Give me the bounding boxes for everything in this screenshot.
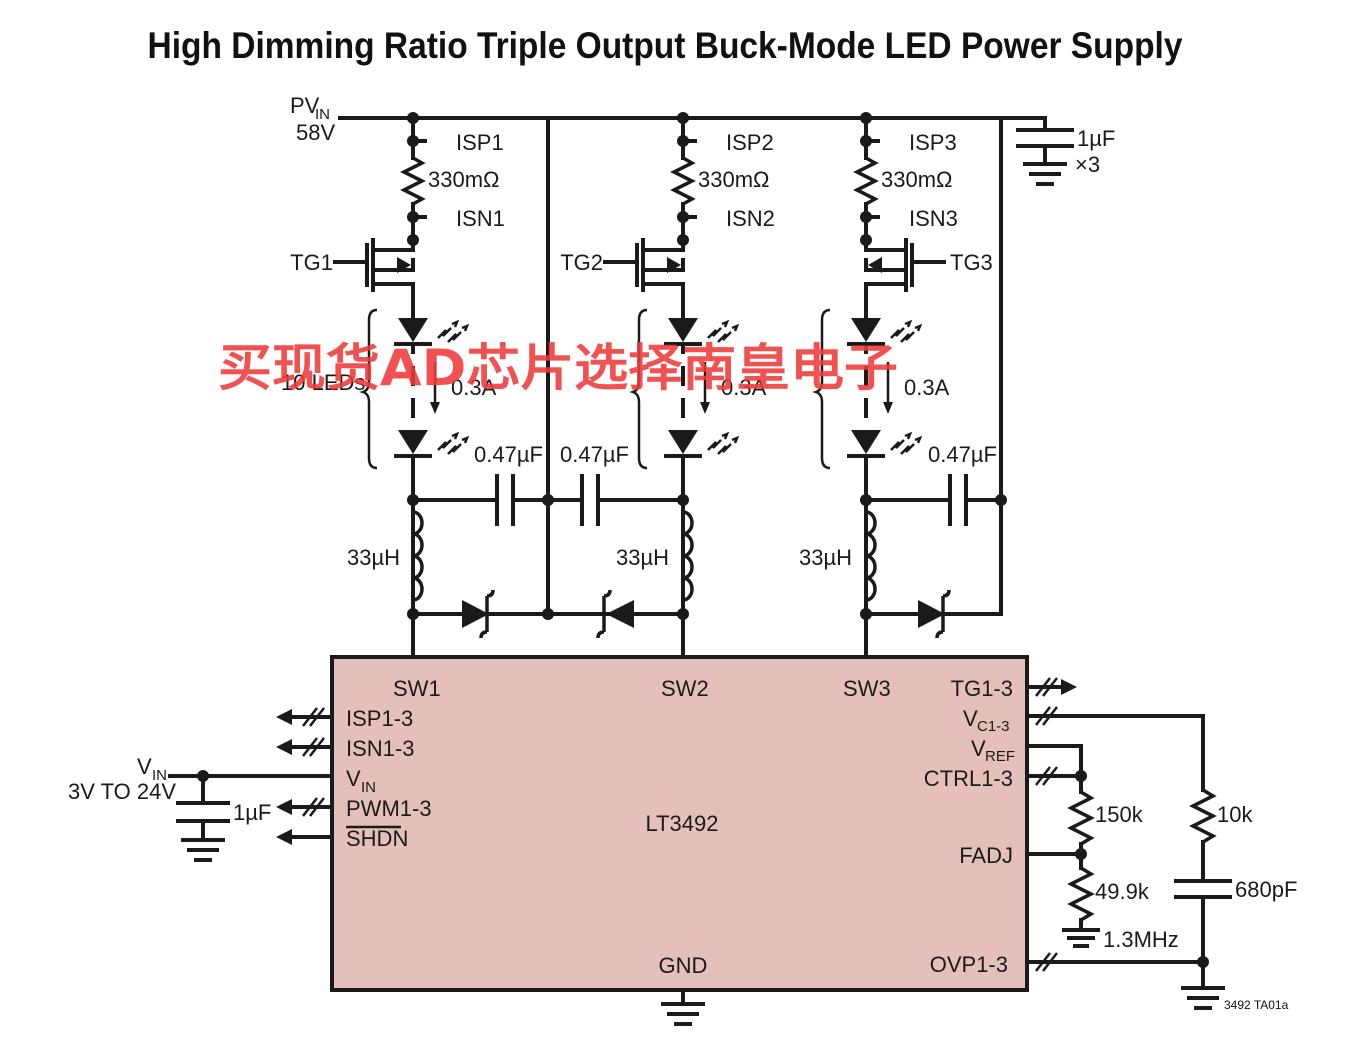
output-cap-value: 1µF: [1077, 126, 1115, 151]
r-top-value: 150k: [1095, 802, 1144, 827]
isn2-label: ISN2: [726, 206, 775, 231]
ic-ground: [661, 988, 705, 1026]
vin-input-range: 3V TO 24V: [68, 779, 176, 804]
freq-label: 1.3MHz: [1103, 927, 1179, 952]
sense-resistor-3-value: 330mΩ: [881, 167, 952, 192]
tg2-label: TG2: [560, 250, 603, 275]
ic-name: LT3492: [646, 811, 719, 836]
current-2-label: 0.3A: [721, 375, 767, 400]
isn3-label: ISN3: [909, 206, 958, 231]
tg3-label: TG3: [950, 250, 993, 275]
vin-input-cap: 1µF: [233, 800, 271, 825]
isp3-label: ISP3: [909, 130, 957, 155]
figure-id: 3492 TA01a: [1224, 998, 1289, 1012]
pin-vref: V: [971, 736, 986, 761]
pin-ctrl: CTRL1-3: [924, 766, 1013, 791]
isn1-label: ISN1: [456, 206, 505, 231]
isp2-label: ISP2: [726, 130, 774, 155]
cap-3-value: 0.47µF: [928, 442, 997, 467]
pin-vref-sub: REF: [985, 748, 1015, 765]
c-comp-value: 680pF: [1235, 877, 1297, 902]
current-3-label: 0.3A: [904, 375, 950, 400]
pvin-label: PV: [290, 93, 320, 118]
vin-input-label-sub: IN: [152, 767, 167, 784]
led-count-label: 10 LEDs: [281, 370, 365, 395]
pin-gnd: GND: [659, 953, 708, 978]
pvin-rail: PV IN 58V: [290, 93, 1047, 145]
watermark: 买现货AD芯片选择南皇电子: [218, 339, 898, 397]
vref-divider: 150k 49.9k 1.3MHz: [1025, 744, 1179, 952]
tg-bus-arrow: [1025, 677, 1077, 697]
output-capacitor: 1µF ×3: [1016, 116, 1115, 186]
vin-input-label: V: [137, 754, 152, 779]
pvin-voltage: 58V: [296, 120, 335, 145]
pin-sw2: SW2: [661, 676, 709, 701]
sense-resistor-2-value: 330mΩ: [698, 167, 769, 192]
sense-resistor-1-value: 330mΩ: [428, 167, 499, 192]
r-comp-value: 10k: [1217, 802, 1253, 827]
pin-vc-sub: C1-3: [977, 718, 1010, 735]
pin-shdn: SHDN: [346, 826, 408, 851]
current-1-label: 0.3A: [451, 375, 497, 400]
pin-isn: ISN1-3: [346, 736, 414, 761]
inductor-3-value: 33µH: [799, 545, 852, 570]
ic-lt3492: LT3492 SW1 SW2 SW3 ISP1-3 ISN1-3 V IN PW…: [330, 655, 1029, 992]
ovp-line: [1025, 952, 1205, 972]
cap-1-value: 0.47µF: [474, 442, 543, 467]
vin-input: V IN 3V TO 24V 1µF: [68, 754, 334, 862]
vc-compensation: 10k 680pF: [1025, 706, 1297, 1010]
pin-isp: ISP1-3: [346, 706, 413, 731]
ic-body: [330, 655, 1029, 992]
cap-2-value: 0.47µF: [560, 442, 629, 467]
r-bottom-value: 49.9k: [1095, 879, 1150, 904]
pin-vin-sub: IN: [361, 779, 376, 796]
tg1-label: TG1: [290, 250, 333, 275]
pin-pwm: PWM1-3: [346, 796, 432, 821]
pin-sw1: SW1: [393, 676, 441, 701]
pvin-label-sub: IN: [315, 106, 330, 123]
return-buses: [546, 116, 1003, 616]
pin-vc: V: [963, 706, 978, 731]
output-cap-count: ×3: [1075, 152, 1100, 177]
schematic-title: High Dimming Ratio Triple Output Buck-Mo…: [148, 25, 1183, 66]
coupling-caps: 0.47µF 0.47µF 0.47µF: [411, 442, 1007, 526]
pin-fadj: FADJ: [959, 843, 1013, 868]
pin-vin: V: [346, 766, 361, 791]
left-bus-arrows: [276, 707, 334, 845]
isp1-label: ISP1: [456, 130, 504, 155]
inductor-2-value: 33µH: [616, 545, 669, 570]
pin-ovp: OVP1-3: [930, 952, 1008, 977]
inductor-1-value: 33µH: [347, 545, 400, 570]
pin-tg: TG1-3: [951, 676, 1013, 701]
pin-sw3: SW3: [843, 676, 891, 701]
